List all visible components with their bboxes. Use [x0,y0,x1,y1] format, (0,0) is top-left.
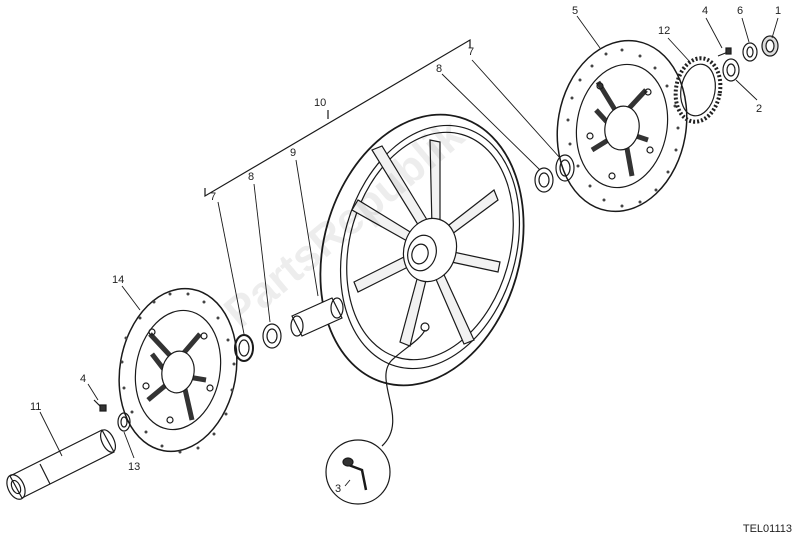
callout-11: 11 [30,401,41,413]
callout-5: 5 [572,5,578,17]
callout-12: 12 [658,25,670,37]
right-spacer-1 [761,35,779,57]
callout-9: 9 [290,147,296,159]
callout-7-left: 7 [210,191,216,203]
wheel-axle [6,429,117,500]
callout-1: 1 [775,5,781,17]
valve-inset [325,329,426,505]
brake-disc-left [118,287,238,454]
brake-disc-right [556,39,688,213]
right-seal-6 [742,42,758,62]
wheel-rim [319,113,525,387]
wheel-group-bracket [204,38,471,198]
callout-8-left: 8 [248,171,254,183]
left-screw-4 [93,399,107,412]
bearing-8-left [262,323,282,349]
callout-6: 6 [737,5,743,17]
callout-8-right: 8 [436,63,442,75]
right-bearing-2 [722,58,740,82]
reference-code: TEL01113 [742,523,792,535]
callout-labels: 1 2 3 4 4 5 6 7 7 8 8 9 10 11 12 13 14 [30,5,781,495]
seal-7-right [555,154,575,182]
callout-4-left: 4 [80,373,86,385]
abs-tone-ring [673,56,723,124]
left-washer-13 [117,412,131,432]
callout-7-right: 7 [468,46,474,58]
callout-3: 3 [335,483,341,495]
callout-4-right: 4 [702,5,708,17]
callout-14: 14 [112,274,124,286]
leader-lines [39,15,779,487]
seal-7-left [234,334,254,362]
bearing-8-right [534,167,554,193]
callout-2: 2 [756,103,762,115]
right-screw-4 [717,47,732,57]
callout-10: 10 [314,97,326,109]
spacer-9 [290,297,344,337]
callout-13: 13 [128,461,140,473]
